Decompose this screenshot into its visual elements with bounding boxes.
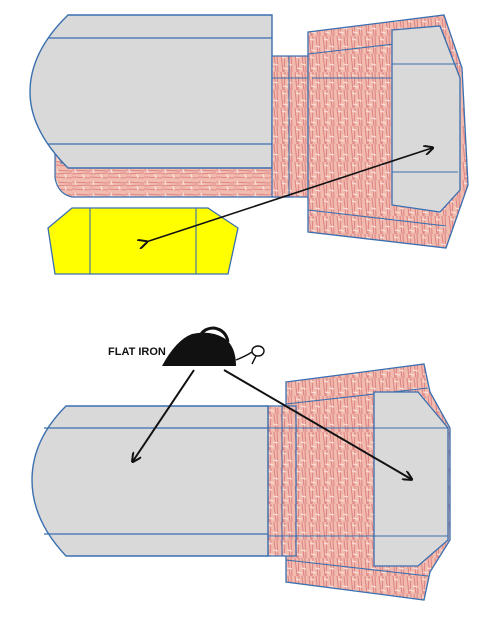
bottom-arrow-left [133,369,195,461]
flat-iron-icon [162,326,265,366]
flat-iron-label: FLAT IRON [108,346,166,358]
top-double-arrow [146,148,432,242]
bottom-arrow-right [223,369,411,479]
bottom-gray-left-panel [31,405,269,557]
top-gray-cuff [391,25,461,213]
bottom-fabric-cuff-line-2 [285,559,429,577]
bottom-fabric-cuff-line-1 [285,387,429,405]
top-illustration [29,14,469,275]
top-gray-left-panel [29,14,273,169]
top-fabric-strip [271,55,313,198]
top-yellow-piece [47,207,239,275]
bottom-illustration: FLAT IRON [31,326,451,601]
